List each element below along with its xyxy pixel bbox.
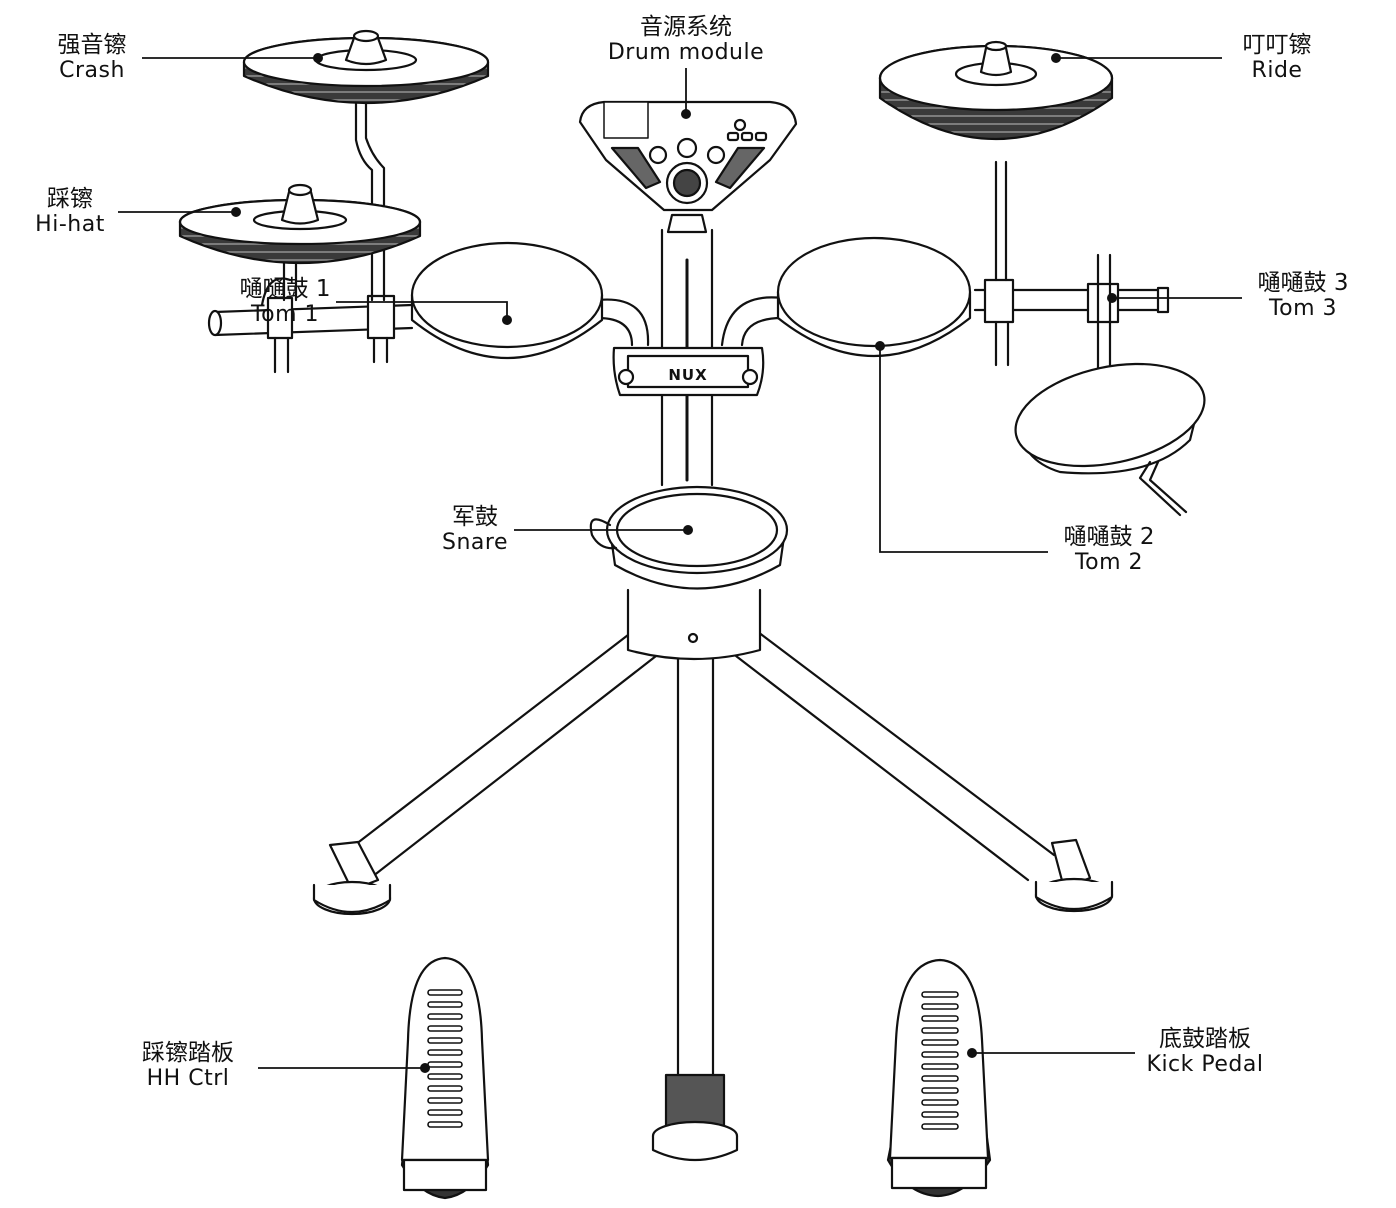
leader-lines xyxy=(118,57,1242,1069)
label-tom2-en: Tom 2 xyxy=(1074,550,1144,575)
label-tom2-zh: 嗵嗵鼓 2 xyxy=(1063,524,1155,550)
label-tom3: 嗵嗵鼓 3 Tom 3 xyxy=(1240,270,1366,322)
label-hh-ctrl: 踩镲踏板 HH Ctrl xyxy=(120,1040,256,1092)
label-snare-en: Snare xyxy=(442,530,508,555)
label-crash: 强音镲 Crash xyxy=(42,32,142,84)
tom-2-pad xyxy=(776,236,972,358)
tom-3-pad xyxy=(1014,362,1206,517)
drum-module xyxy=(578,100,798,212)
label-hihat-en: Hi-hat xyxy=(35,212,105,237)
hh-ctrl-pedal xyxy=(400,956,490,1200)
label-tom3-en: Tom 3 xyxy=(1268,296,1338,321)
label-ride-zh: 叮叮镲 xyxy=(1242,32,1312,58)
label-kick: 底鼓踏板 Kick Pedal xyxy=(1130,1026,1280,1078)
stand-legs xyxy=(312,630,1114,1162)
kick-pedal xyxy=(886,958,992,1198)
hihat-cymbal xyxy=(178,183,422,302)
label-tom3-zh: 嗵嗵鼓 3 xyxy=(1257,270,1349,296)
label-kick-en: Kick Pedal xyxy=(1146,1052,1264,1077)
brand-logo: NUX xyxy=(668,366,707,384)
label-hh-ctrl-en: HH Ctrl xyxy=(146,1066,230,1091)
ride-cymbal xyxy=(878,40,1114,140)
label-module: 音源系统 Drum module xyxy=(576,14,796,66)
label-tom1-zh: 嗵嗵鼓 1 xyxy=(239,276,331,302)
label-crash-en: Crash xyxy=(59,58,125,83)
label-tom1-en: Tom 1 xyxy=(250,302,320,327)
label-ride: 叮叮镲 Ride xyxy=(1222,32,1332,84)
label-kick-zh: 底鼓踏板 xyxy=(1159,1026,1251,1052)
center-clamp xyxy=(612,346,765,397)
label-hihat-zh: 踩镲 xyxy=(47,186,93,212)
label-ride-en: Ride xyxy=(1251,58,1303,83)
leader-dots xyxy=(231,53,1117,1073)
label-hihat: 踩镲 Hi-hat xyxy=(22,186,118,238)
label-module-en: Drum module xyxy=(607,40,765,65)
label-module-zh: 音源系统 xyxy=(640,14,732,40)
label-tom2: 嗵嗵鼓 2 Tom 2 xyxy=(1046,524,1172,576)
right-rack xyxy=(973,160,1170,392)
snare-pad xyxy=(589,485,789,661)
crash-cymbal xyxy=(242,29,490,302)
label-crash-zh: 强音镲 xyxy=(57,32,127,58)
label-tom1: 嗵嗵鼓 1 Tom 1 xyxy=(222,276,348,328)
label-snare-zh: 军鼓 xyxy=(452,504,498,530)
label-hh-ctrl-zh: 踩镲踏板 xyxy=(142,1040,234,1066)
label-snare: 军鼓 Snare xyxy=(420,504,530,556)
left-rack xyxy=(207,277,414,374)
tom-1-pad xyxy=(410,241,604,360)
